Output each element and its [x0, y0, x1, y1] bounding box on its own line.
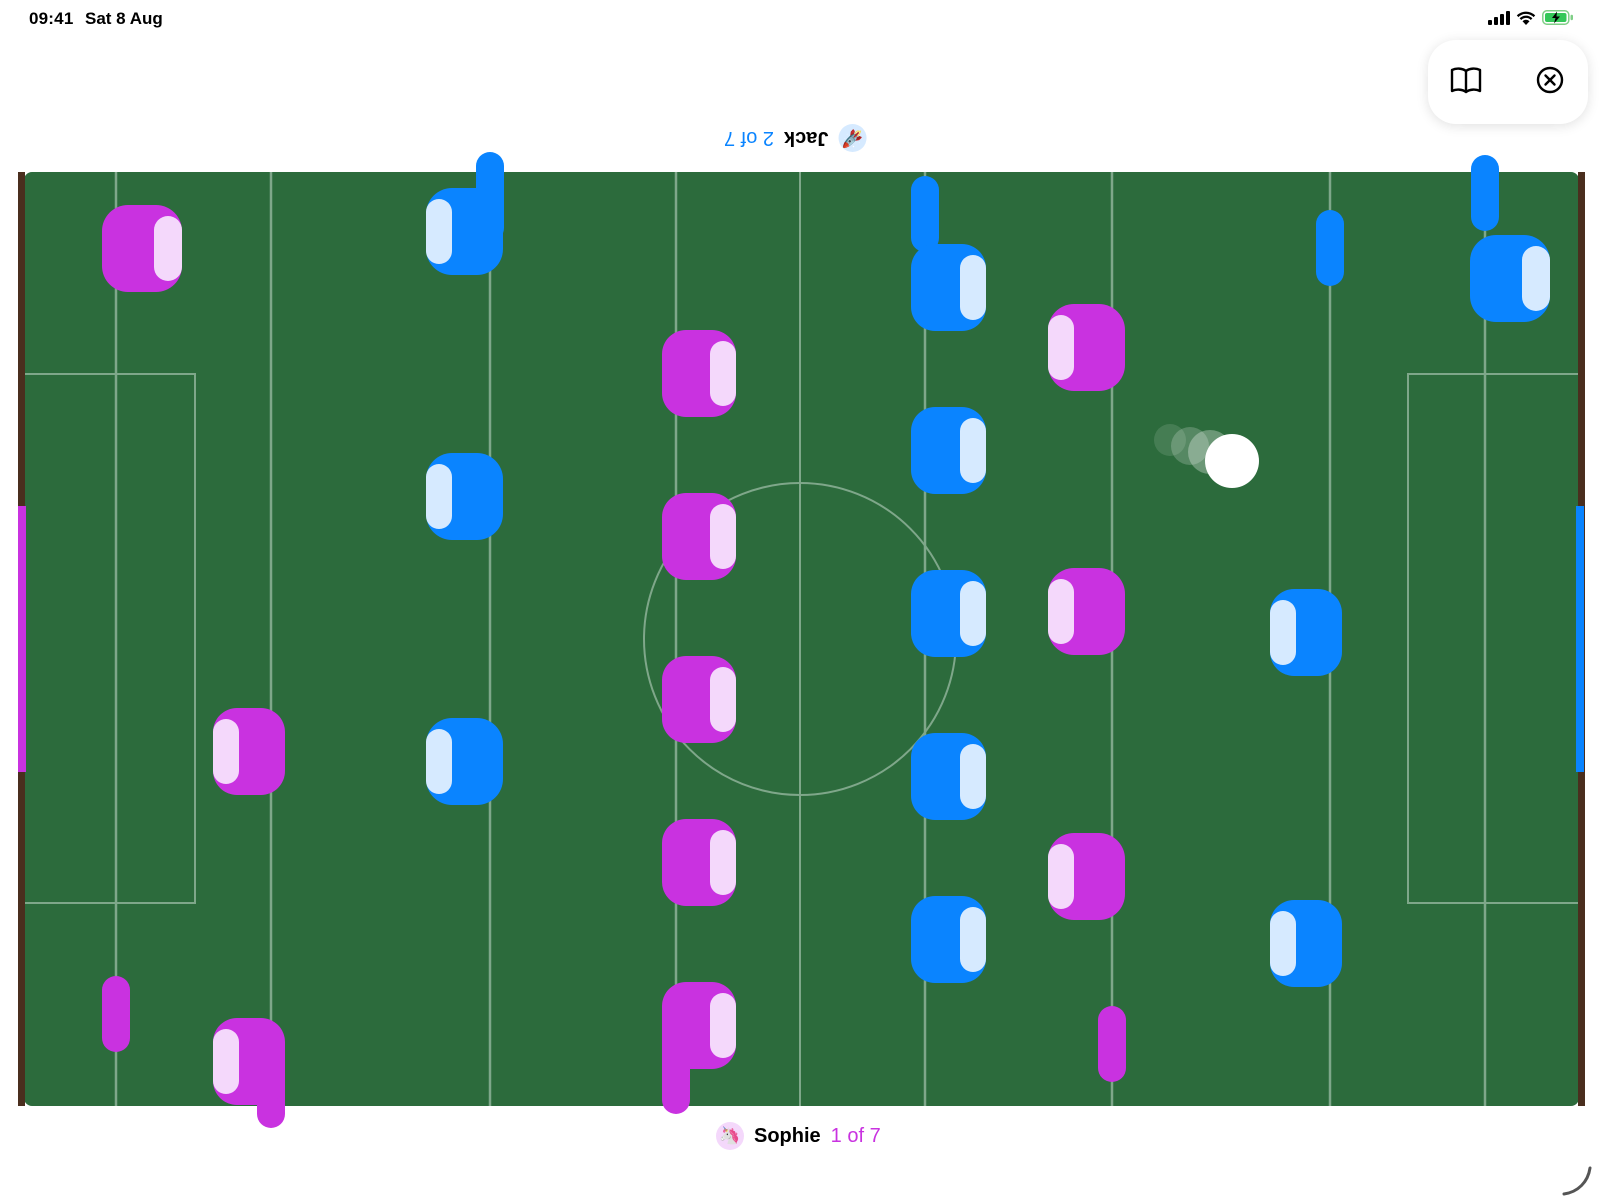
magenta-player: [213, 708, 285, 795]
bottom-player-name: Sophie: [754, 1124, 821, 1147]
blue-player: [426, 718, 503, 805]
bottom-player-label: 🦄 Sophie 1 of 7: [716, 1122, 881, 1150]
rules-book-button[interactable]: [1446, 62, 1486, 102]
blue-rod-handle[interactable]: [1316, 210, 1344, 286]
magenta-rod-handle[interactable]: [1098, 1006, 1126, 1082]
unicorn-icon: 🦄: [716, 1122, 744, 1150]
ball: [1205, 434, 1259, 488]
magenta-player: [662, 819, 736, 906]
blue-rod-handle[interactable]: [911, 176, 939, 252]
magenta-goal: [18, 506, 26, 772]
magenta-player: [662, 656, 736, 743]
blue-player: [911, 244, 986, 331]
wifi-icon: [1516, 11, 1536, 30]
magenta-player: [1048, 568, 1125, 655]
blue-player: [426, 188, 503, 275]
blue-player: [911, 896, 986, 983]
magenta-player: [213, 1018, 285, 1105]
close-circle-icon: [1536, 66, 1564, 99]
blue-player: [911, 570, 986, 657]
status-bar: 09:41 Sat 8 Aug: [0, 0, 1600, 40]
blue-goal: [1576, 506, 1584, 772]
status-icons: [1488, 10, 1574, 30]
magenta-player: [102, 205, 182, 292]
blue-player: [911, 733, 986, 820]
pitch-surface: [24, 172, 1579, 1106]
pitch-markings: [25, 172, 1578, 1106]
battery-charging-icon: [1542, 10, 1574, 30]
blue-rod-handle[interactable]: [1471, 155, 1499, 231]
resize-grip-icon: [1562, 1166, 1592, 1196]
magenta-rod-handle[interactable]: [102, 976, 130, 1052]
magenta-player: [1048, 833, 1125, 920]
blue-player: [1470, 235, 1550, 322]
blue-player: [911, 407, 986, 494]
magenta-team: [102, 205, 1125, 1105]
blue-player: [1270, 589, 1342, 676]
magenta-player: [1048, 304, 1125, 391]
blue-team: [426, 188, 1550, 987]
magenta-player: [662, 330, 736, 417]
bottom-player-score: 1 of 7: [830, 1124, 881, 1147]
game-toolbar: [1428, 40, 1588, 124]
status-date: Sat 8 Aug: [85, 9, 163, 28]
blue-player: [1270, 900, 1342, 987]
blue-player: [426, 453, 503, 540]
book-icon: [1450, 66, 1482, 99]
magenta-player: [662, 982, 736, 1069]
cellular-signal-icon: [1488, 10, 1510, 30]
close-game-button[interactable]: [1530, 62, 1570, 102]
status-time: 09:41: [29, 9, 74, 28]
magenta-player: [662, 493, 736, 580]
